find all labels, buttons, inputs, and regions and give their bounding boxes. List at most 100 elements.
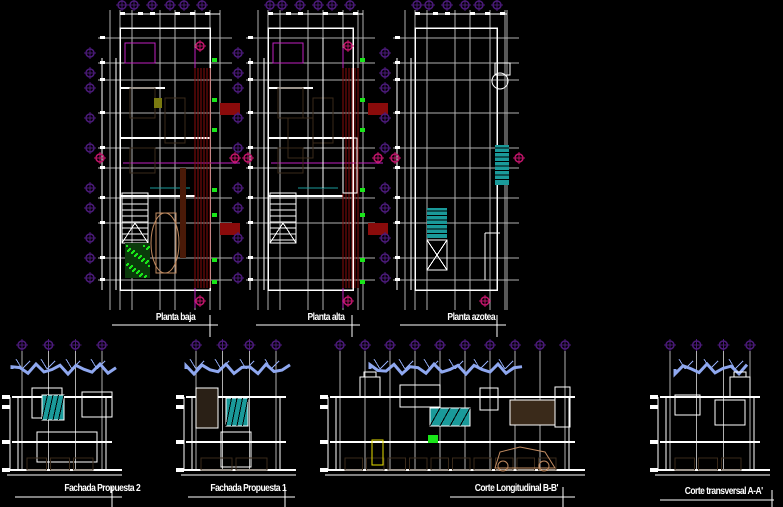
longitudinal-section xyxy=(320,339,585,476)
cad-rect xyxy=(248,221,253,224)
cad-rect xyxy=(248,111,253,114)
cad-rect xyxy=(360,280,365,284)
cad-rect xyxy=(145,262,147,264)
cad-rect xyxy=(360,58,365,62)
cad-rect xyxy=(494,62,511,76)
cad-rect xyxy=(2,395,10,399)
cad-line xyxy=(473,358,481,370)
cad-rect xyxy=(473,457,492,471)
wheel-icon xyxy=(497,460,509,472)
cad-rect xyxy=(426,239,448,271)
title-planta-baja: Planta baja xyxy=(155,312,196,323)
cad-line xyxy=(245,360,255,370)
cad-rect xyxy=(155,212,177,274)
cad-rect xyxy=(132,270,134,272)
cad-rect xyxy=(81,391,113,418)
cad-rect xyxy=(195,387,219,429)
cad-rect xyxy=(368,223,388,235)
cad-rect xyxy=(674,457,695,471)
cad-rect xyxy=(248,196,253,199)
cad-line xyxy=(21,360,31,370)
cad-line xyxy=(236,397,243,427)
cad-rect xyxy=(269,192,297,244)
cad-rect xyxy=(697,457,719,471)
cad-rect xyxy=(144,276,146,278)
cad-rect xyxy=(286,12,291,15)
cad-line xyxy=(96,360,106,370)
cad-line xyxy=(270,360,280,370)
cad-rect xyxy=(248,278,253,281)
cad-line xyxy=(684,360,694,370)
cad-rect xyxy=(298,12,303,15)
cad-line xyxy=(52,394,59,421)
cad-rect xyxy=(248,256,253,259)
cad-rect xyxy=(235,457,268,471)
cad-line xyxy=(703,358,711,370)
cad-line xyxy=(439,407,451,427)
cad-rect xyxy=(714,399,746,426)
cad-rect xyxy=(180,168,186,258)
cad-line xyxy=(220,360,230,370)
cad-line xyxy=(404,360,414,370)
cad-rect xyxy=(248,36,253,39)
cad-rect xyxy=(470,12,475,15)
cad-rect xyxy=(338,12,343,15)
cad-rect xyxy=(200,457,233,471)
cad-line xyxy=(379,360,389,370)
cad-rect xyxy=(395,278,400,281)
cad-rect xyxy=(220,103,240,115)
cad-rect xyxy=(100,111,105,114)
cad-line xyxy=(90,358,98,370)
cad-line xyxy=(398,358,406,370)
cad-line xyxy=(65,358,73,370)
cad-line xyxy=(709,360,719,370)
cad-rect xyxy=(100,78,105,81)
cad-line xyxy=(195,360,205,370)
cad-rect xyxy=(429,407,471,427)
transverse-section xyxy=(650,339,770,476)
cad-rect xyxy=(267,27,354,291)
cad-rect xyxy=(509,399,556,426)
cad-rect xyxy=(433,12,438,15)
cad-rect xyxy=(136,272,138,274)
cad-rect xyxy=(248,166,253,169)
cad-rect xyxy=(139,275,141,277)
cad-rect xyxy=(212,98,217,102)
cad-rect xyxy=(164,97,186,144)
cad-line xyxy=(121,222,136,244)
cad-line xyxy=(454,360,464,370)
tree-canopy xyxy=(10,361,117,377)
cad-line xyxy=(459,407,471,427)
cad-line xyxy=(189,358,197,370)
cad-rect xyxy=(175,12,180,15)
cad-rect xyxy=(129,147,156,174)
cad-rect xyxy=(100,221,105,224)
cad-line xyxy=(678,358,686,370)
cad-line xyxy=(426,239,448,271)
cad-rect xyxy=(729,376,751,398)
cad-rect xyxy=(248,61,253,64)
cad-rect xyxy=(36,431,98,463)
cad-rect xyxy=(445,12,450,15)
cad-rect xyxy=(395,36,400,39)
cad-line xyxy=(225,397,232,427)
cad-rect xyxy=(272,42,304,64)
cad-line xyxy=(41,394,48,421)
cad-rect xyxy=(395,111,400,114)
cad-rect xyxy=(146,248,148,250)
cad-rect xyxy=(73,457,94,471)
cad-rect xyxy=(721,457,742,471)
cad-rect xyxy=(360,213,365,217)
cad-rect xyxy=(138,12,143,15)
cad-rect xyxy=(733,371,747,378)
cad-rect xyxy=(353,12,358,15)
cad-line xyxy=(40,358,48,370)
cad-line xyxy=(264,358,272,370)
cad-rect xyxy=(138,257,140,259)
cad-rect xyxy=(100,256,105,259)
cad-rect xyxy=(366,457,385,471)
title-corte-aa: Corte transversal A-A' xyxy=(685,486,763,497)
cad-rect xyxy=(368,103,388,115)
cad-rect xyxy=(190,12,195,15)
